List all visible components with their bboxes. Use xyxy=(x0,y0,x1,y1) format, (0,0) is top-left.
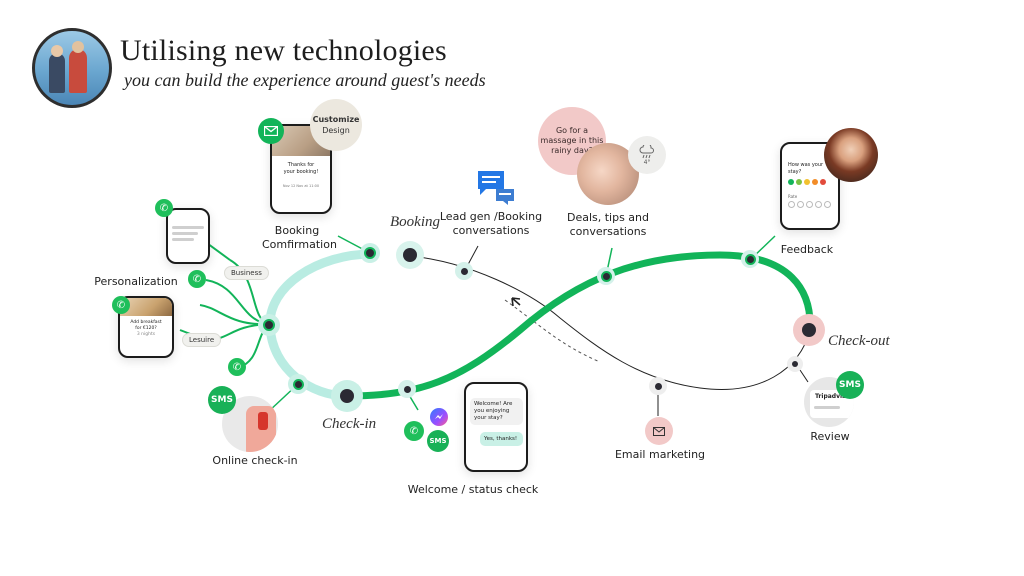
node-checkin[interactable] xyxy=(331,380,363,412)
direction-arrow xyxy=(511,297,521,307)
welcome-phone: Welcome! Are you enjoying your stay? Yes… xyxy=(464,382,528,472)
page-subtitle: you can build the experience around gues… xyxy=(124,70,486,90)
email-marketing-label: Email marketing xyxy=(614,448,706,461)
chat-icon xyxy=(476,169,514,205)
node-email[interactable] xyxy=(649,377,667,395)
leisure-pill: Lesuire xyxy=(182,333,222,347)
node-booking[interactable] xyxy=(396,241,424,269)
node-feedback[interactable] xyxy=(741,250,759,268)
welcome-label: Welcome / status check xyxy=(407,483,539,496)
confirm-date: Nov 12 Nov at 11:00 xyxy=(282,184,320,188)
node-checkout[interactable] xyxy=(793,314,825,346)
sms-badge-checkin: SMS xyxy=(208,386,236,414)
whatsapp-icon-bottom: ✆ xyxy=(228,358,246,376)
business-pill: Business xyxy=(224,266,269,280)
node-welcome[interactable] xyxy=(398,380,416,398)
avatar-person-right xyxy=(69,49,87,93)
weather-temp: 4° xyxy=(643,158,651,166)
mail-icon xyxy=(653,426,665,436)
node-booking-confirm[interactable] xyxy=(360,243,380,263)
stage-checkin-label: Check-in xyxy=(322,416,377,432)
stage-checkout-label: Check-out xyxy=(828,333,890,349)
personalization-label: Personalization xyxy=(94,275,178,288)
confirm-text-1: Thanks for xyxy=(287,162,315,168)
customize-title: Customize xyxy=(312,115,360,124)
rating-dots xyxy=(782,199,838,210)
whatsapp-icon-business: ✆ xyxy=(155,199,173,217)
header-avatar xyxy=(32,28,112,108)
booking-to-checkout-path xyxy=(409,255,811,390)
review-label: Review xyxy=(810,430,850,443)
avatar-head-left xyxy=(51,45,63,57)
page-title: Utilising new technologies xyxy=(120,34,447,67)
avatar-person-left xyxy=(49,53,65,93)
weather-bubble: 4° xyxy=(628,136,666,174)
online-checkin-label: Online check-in xyxy=(212,454,298,467)
welcome-reply: Yes, thanks! xyxy=(480,432,523,446)
sms-badge-review: SMS xyxy=(836,371,864,399)
node-review[interactable] xyxy=(787,356,803,372)
stage-booking-label: Booking xyxy=(390,214,440,230)
whatsapp-icon-personalization: ✆ xyxy=(188,270,206,288)
email-badge-booking xyxy=(258,118,284,144)
node-online-checkin[interactable] xyxy=(288,374,308,394)
node-personalization-hub[interactable] xyxy=(258,314,280,336)
email-bubble xyxy=(645,417,673,445)
whatsapp-icon-leisure: ✆ xyxy=(112,296,130,314)
feedback-avatar xyxy=(824,128,878,182)
rating-faces xyxy=(782,176,838,188)
deals-label: Deals, tips and conversations xyxy=(566,211,650,238)
mint-loop xyxy=(265,249,377,401)
hand-phone xyxy=(258,412,268,430)
customize-sub: Design xyxy=(322,126,350,135)
lead-gen-label: Lead gen /Booking conversations xyxy=(439,210,543,237)
massage-bubble: Go for a massage in this rainy day? xyxy=(538,107,606,175)
booking-confirmation-label: Booking Comfirmation xyxy=(262,224,337,251)
checkin-to-checkout-path xyxy=(343,251,814,400)
breakfast-photo xyxy=(120,298,172,316)
sms-badge-welcome: SMS xyxy=(427,430,449,452)
customize-bubble: Customize Design xyxy=(310,99,362,151)
business-phone xyxy=(166,208,210,264)
rain-cloud-icon xyxy=(639,144,654,158)
avatar-head-right xyxy=(72,41,84,53)
dashed-crossing xyxy=(504,299,601,363)
messenger-icon xyxy=(430,408,448,426)
feedback-label: Feedback xyxy=(780,243,834,256)
confirm-text-2: your booking! xyxy=(283,169,319,175)
online-checkin-photo xyxy=(222,396,278,452)
node-lead-gen[interactable] xyxy=(455,262,473,280)
node-deals[interactable] xyxy=(597,267,615,285)
welcome-message: Welcome! Are you enjoying your stay? xyxy=(470,398,523,425)
whatsapp-icon-welcome: ✆ xyxy=(404,421,424,441)
